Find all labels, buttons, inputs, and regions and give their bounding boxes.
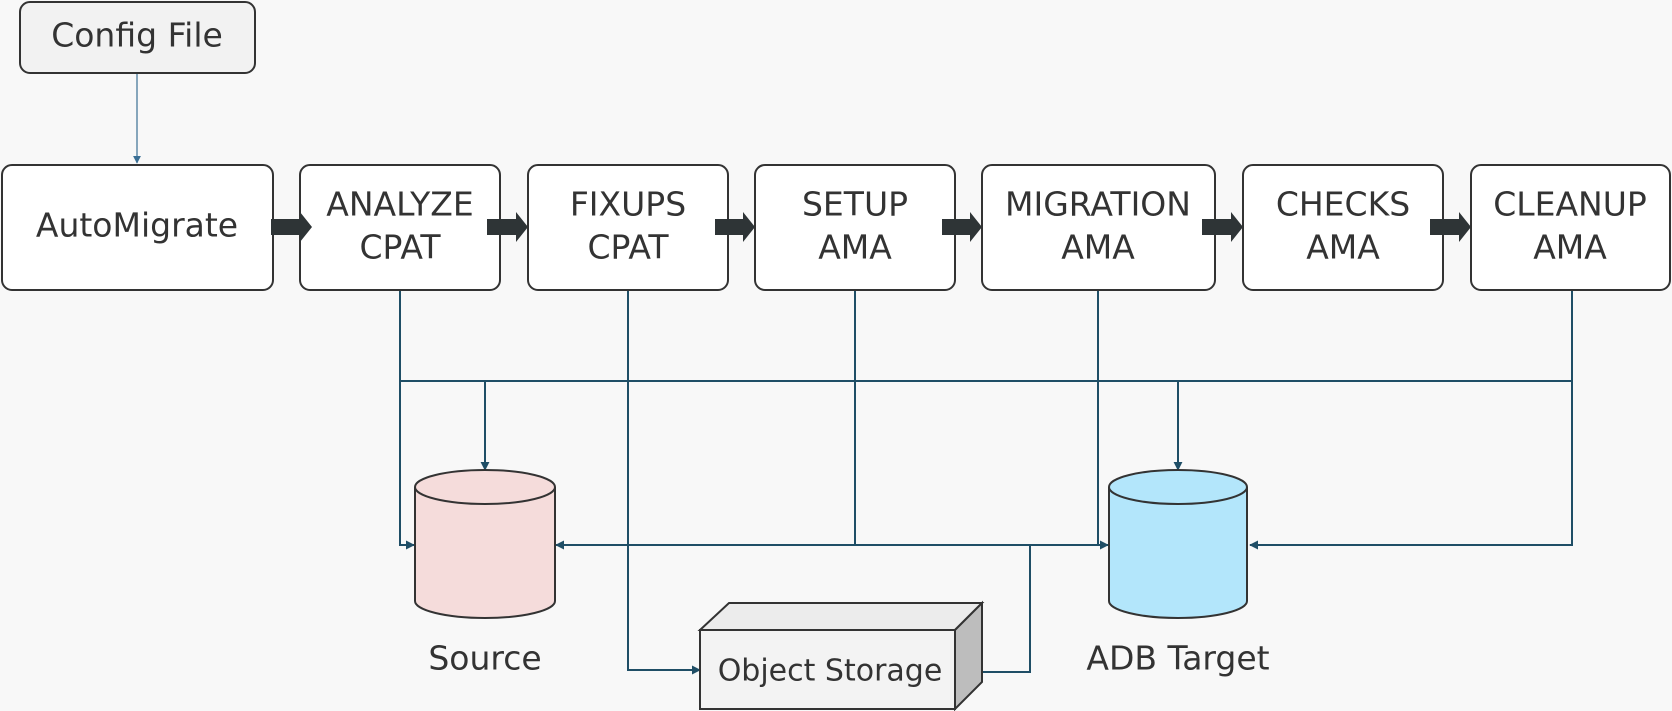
storage-top-face [697,602,985,631]
flow-arrow-icon [1430,212,1471,242]
flow-arrow-icon [715,212,755,242]
step-analyze-line2: CPAT [359,228,441,267]
target-cylinder-top [1108,469,1248,505]
step-migration-line1: MIGRATION [1005,185,1191,224]
automigrate-label: AutoMigrate [36,206,238,245]
source-cylinder-top [414,469,556,505]
fixups-to-storage-connector [627,290,701,675]
target-label: ADB Target [1086,639,1269,678]
target-cylinder-body [1108,487,1248,619]
flow-arrow-icon [271,212,312,242]
object-storage-label: Object Storage [718,654,943,689]
step-fixups-line1: FIXUPS [570,185,686,224]
step-fixups-line2: CPAT [587,228,669,267]
object-storage-icon: Object Storage [697,600,985,711]
step-cleanup-line1: CLEANUP [1493,185,1647,224]
step-checks-line2: AMA [1306,228,1380,267]
automigrate-node: AutoMigrate [1,164,274,291]
step-cleanup-line2: AMA [1533,228,1607,267]
step-cleanup: CLEANUP AMA [1470,164,1671,291]
step-analyze: ANALYZE CPAT [299,164,501,291]
step-migration-line2: AMA [1061,228,1135,267]
flow-arrow-icon [942,212,982,242]
config-file-node: Config File [19,1,256,74]
step-checks-line1: CHECKS [1276,185,1410,224]
flow-arrow-icon [1202,212,1243,242]
source-label: Source [428,639,541,678]
step-setup-line1: SETUP [802,185,908,224]
source-cylinder-body [414,487,556,619]
config-file-label: Config File [51,16,223,55]
source-database-icon [414,469,556,619]
step-setup-line2: AMA [818,228,892,267]
flow-arrows [271,212,1471,242]
analyze-to-source-connector [399,290,415,550]
connectors [133,73,1573,675]
step-checks: CHECKS AMA [1242,164,1444,291]
step-fixups: FIXUPS CPAT [527,164,729,291]
target-database-icon [1108,469,1248,619]
flow-arrow-icon [487,212,528,242]
step-analyze-line1: ANALYZE [326,185,473,224]
step-setup: SETUP AMA [754,164,956,291]
storage-front-face [699,629,956,710]
cleanup-to-target-connector [1249,290,1573,550]
step-migration: MIGRATION AMA [981,164,1216,291]
